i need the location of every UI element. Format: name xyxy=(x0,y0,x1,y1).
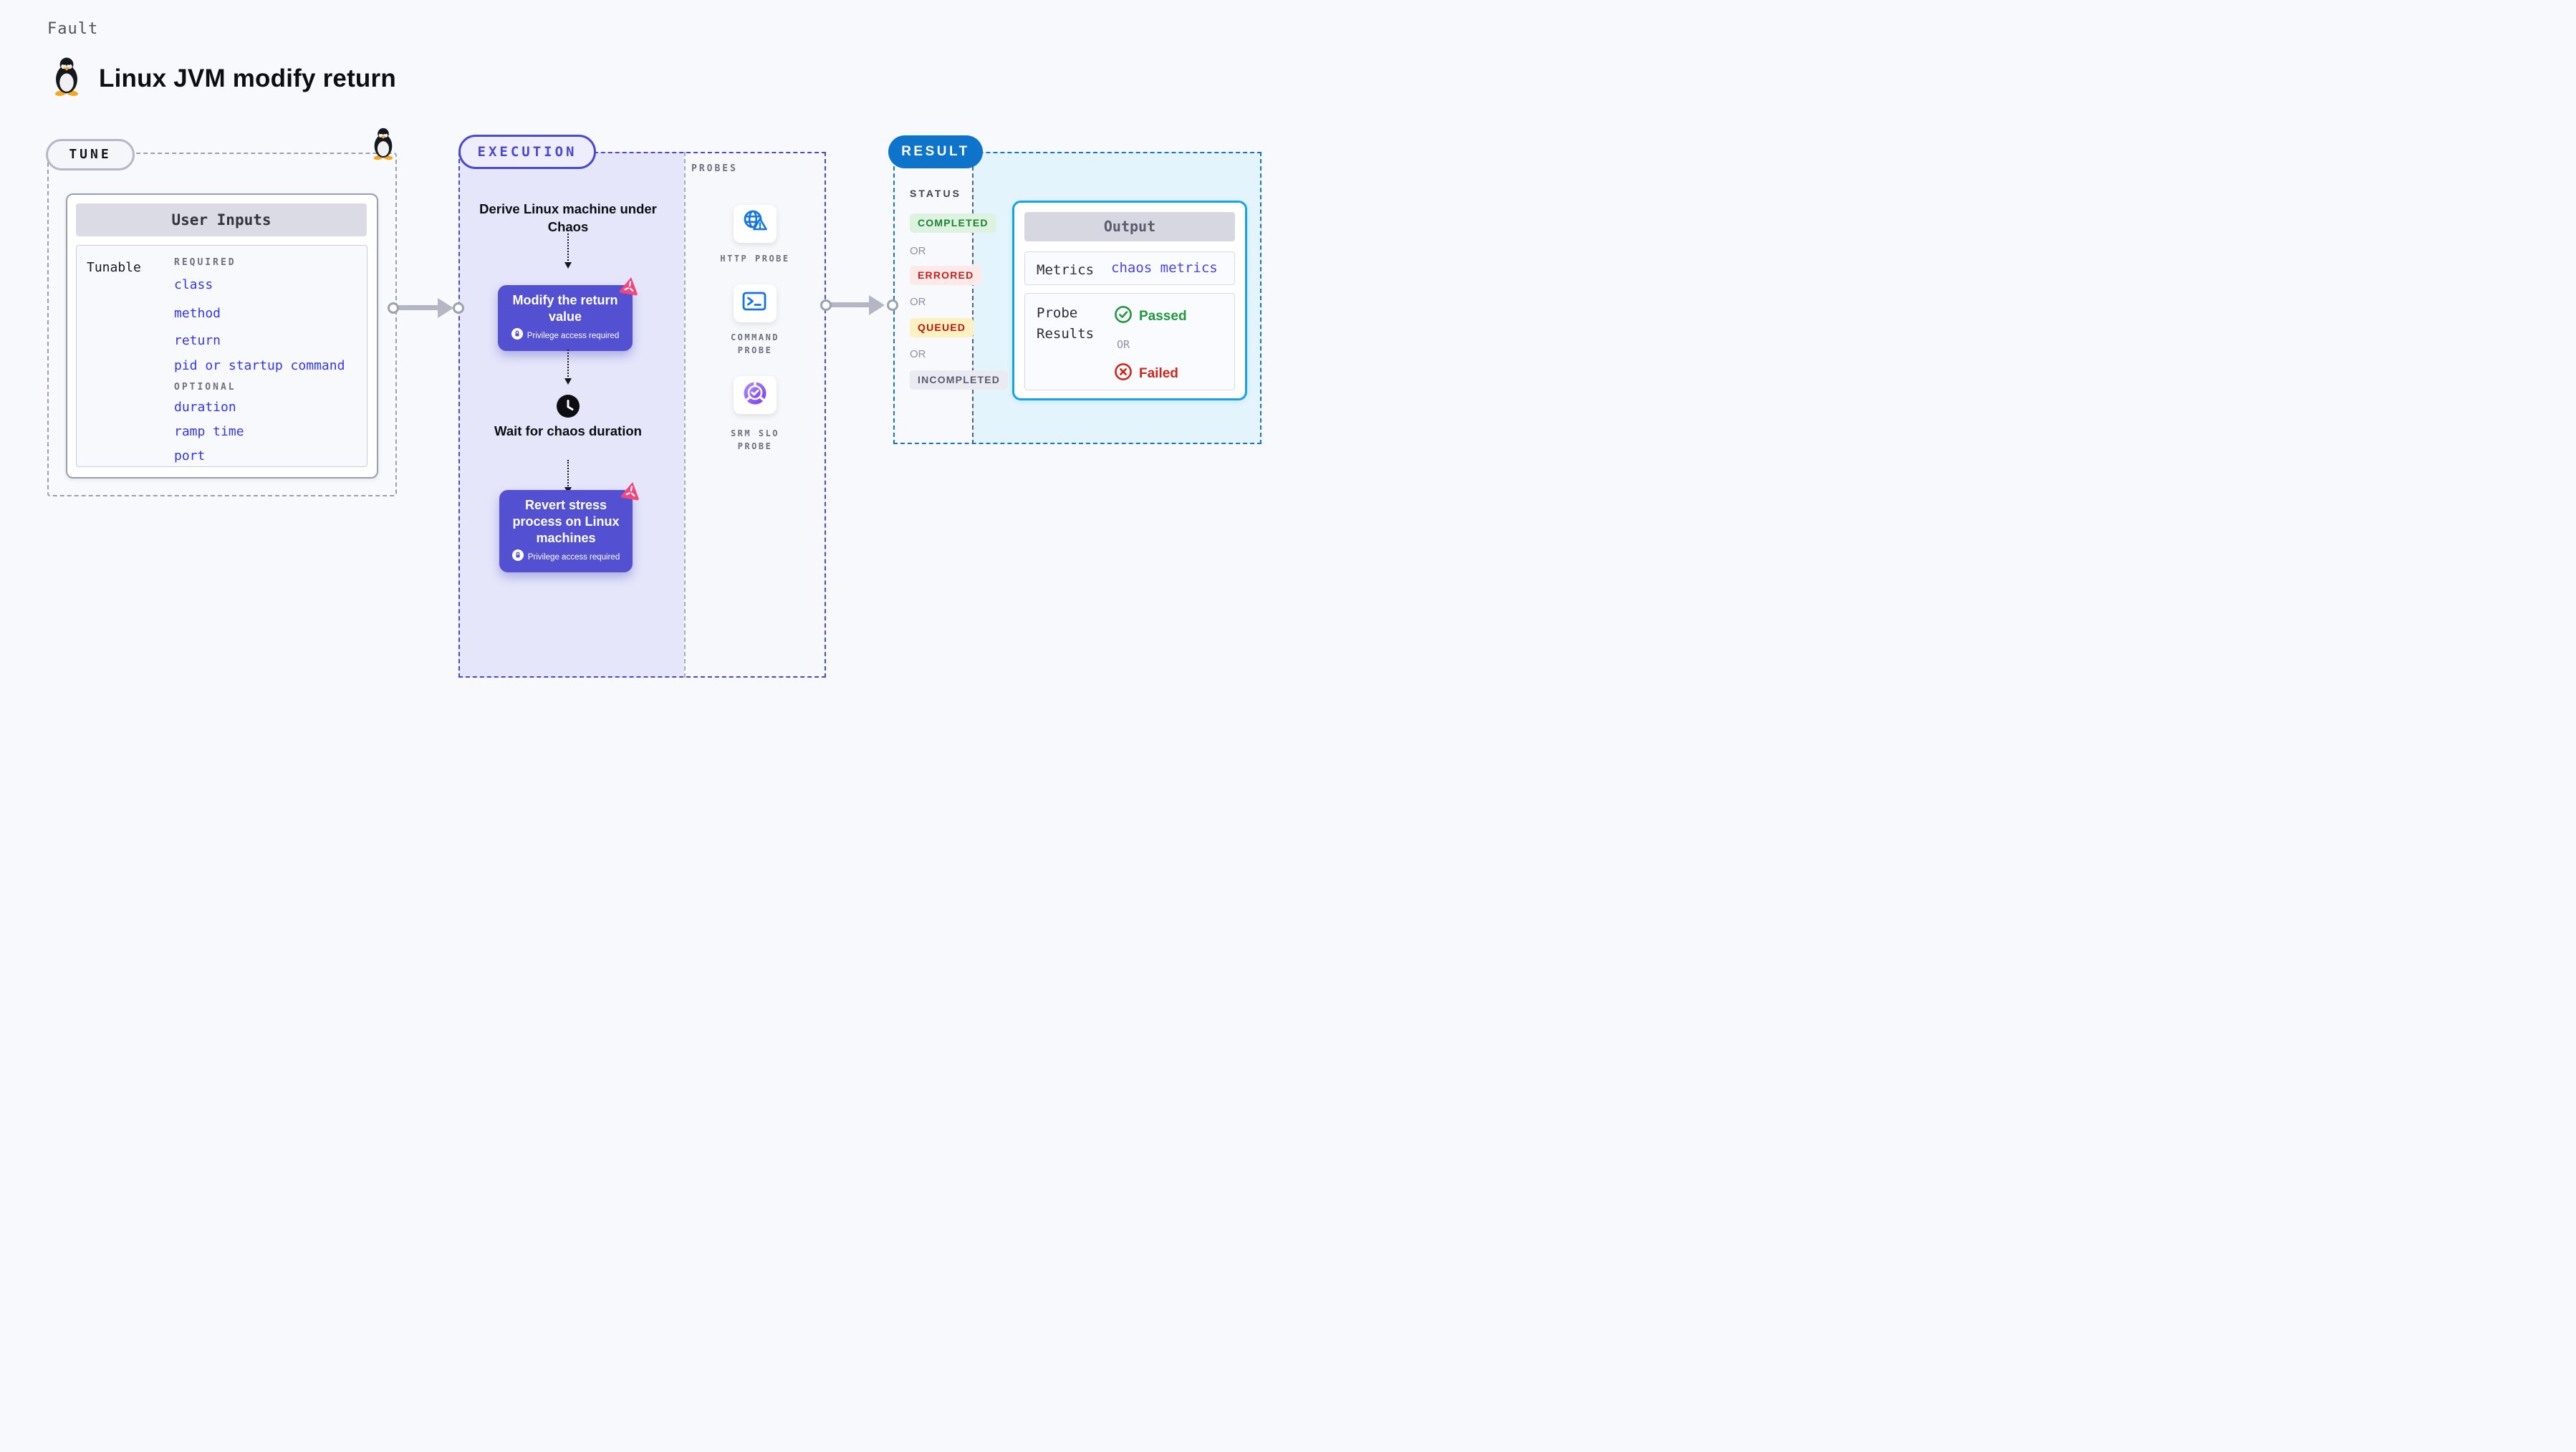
output-card: Output Metrics chaos metrics Probe Resul… xyxy=(1012,201,1247,400)
flow-dotted-connector xyxy=(567,234,569,264)
status-badge-errored: ERRORED xyxy=(910,266,982,285)
status-heading: STATUS xyxy=(910,188,961,199)
optional-heading: OPTIONAL xyxy=(174,382,236,393)
arrow-down-icon xyxy=(564,262,572,269)
flow-dotted-connector xyxy=(567,460,569,489)
lock-icon xyxy=(511,549,524,564)
privilege-badge-text: Privilege access required xyxy=(527,552,620,562)
status-badge-completed: COMPLETED xyxy=(910,213,996,233)
field-duration: duration xyxy=(174,400,236,415)
user-inputs-title: User Inputs xyxy=(76,203,367,236)
connector-dot xyxy=(388,302,399,314)
flow-arrow xyxy=(831,302,871,307)
execution-section: EXECUTION Derive Linux machine under Cha… xyxy=(458,126,831,682)
field-class: class xyxy=(174,277,213,292)
http-probe-card xyxy=(734,205,777,243)
probes-heading: PROBES xyxy=(691,163,738,174)
field-return: return xyxy=(174,333,221,348)
passed-result: Passed xyxy=(1114,305,1187,327)
result-dashed-border xyxy=(893,152,1261,444)
result-section: RESULT STATUS COMPLETED OR ERRORED OR QU… xyxy=(888,126,1275,456)
connector-dot xyxy=(820,299,832,311)
clock-icon xyxy=(556,394,580,422)
slo-pie-chart-icon xyxy=(740,378,770,412)
srm-slo-probe-label: SRM SLO PROBE xyxy=(730,428,780,451)
connector-dot xyxy=(887,299,898,311)
probe-results-label: Probe Results xyxy=(1037,305,1095,342)
or-separator: OR xyxy=(910,296,926,308)
fault-kicker: Fault xyxy=(47,20,99,38)
revert-node-title: Revert stress process on Linux machines xyxy=(512,498,620,546)
probe-results-row: Probe Results Passed OR xyxy=(1024,293,1235,390)
metrics-label: Metrics xyxy=(1037,262,1095,278)
diagram-canvas: Fault Linux JVM modify return TUNE xyxy=(0,0,1288,726)
status-badge-incompleted: INCOMPLETED xyxy=(910,370,1009,390)
user-inputs-card: User Inputs Tunable REQUIRED class metho… xyxy=(66,193,378,479)
check-circle-icon xyxy=(1114,305,1133,327)
or-separator: OR xyxy=(910,245,926,257)
flow-arrow-head xyxy=(438,298,453,318)
required-heading: REQUIRED xyxy=(174,257,236,268)
chaos-logo-icon xyxy=(617,274,643,299)
http-probe-label: HTTP PROBE xyxy=(720,254,790,264)
tune-dashed-box xyxy=(47,153,397,496)
tux-penguin-icon xyxy=(50,56,83,100)
status-badge-queued: QUEUED xyxy=(910,318,974,337)
tux-penguin-icon xyxy=(370,126,397,164)
revert-stress-node: Revert stress process on Linux machines … xyxy=(499,490,633,573)
lock-icon xyxy=(511,328,523,343)
srm-slo-probe-card xyxy=(734,376,777,414)
execution-section-pill: EXECUTION xyxy=(458,135,596,169)
tune-section-pill: TUNE xyxy=(46,139,135,170)
result-section-pill: RESULT xyxy=(888,135,983,168)
connector-dot xyxy=(453,302,464,314)
tunable-row-label: Tunable xyxy=(87,260,141,275)
or-separator: OR xyxy=(910,348,926,360)
globe-alert-icon xyxy=(741,208,769,239)
flow-arrow-head xyxy=(869,295,885,315)
tune-section: TUNE User Inputs Tunable REQUIRED class xyxy=(43,126,401,499)
terminal-icon xyxy=(741,290,769,317)
chaos-metrics-link[interactable]: chaos metrics xyxy=(1111,260,1218,276)
x-circle-icon xyxy=(1114,362,1133,385)
flow-dotted-connector xyxy=(567,350,569,380)
field-ramp-time: ramp time xyxy=(174,424,244,439)
failed-label: Failed xyxy=(1139,365,1178,381)
chaos-logo-icon xyxy=(619,479,644,504)
command-probe-label: COMMAND PROBE xyxy=(730,332,780,355)
user-inputs-body: Tunable REQUIRED class method return pid… xyxy=(76,245,367,467)
field-port: port xyxy=(174,448,206,463)
failed-result: Failed xyxy=(1114,362,1178,385)
arrow-down-icon xyxy=(564,378,572,385)
page-title: Linux JVM modify return xyxy=(99,64,396,92)
metrics-row: Metrics chaos metrics xyxy=(1024,251,1235,285)
derive-step-text: Derive Linux machine under Chaos xyxy=(479,201,657,234)
modify-return-node: Modify the return value Privilege access… xyxy=(498,285,633,352)
flow-arrow xyxy=(398,305,440,310)
field-method: method xyxy=(174,306,221,321)
output-title: Output xyxy=(1024,212,1235,241)
passed-label: Passed xyxy=(1139,308,1187,324)
privilege-badge-text: Privilege access required xyxy=(527,331,620,340)
modify-node-title: Modify the return value xyxy=(512,293,618,324)
or-separator: OR xyxy=(1117,338,1130,351)
field-pid-or-startup-command: pid or startup command xyxy=(174,358,345,373)
wait-step-text: Wait for chaos duration xyxy=(494,423,642,438)
command-probe-card xyxy=(734,284,777,322)
